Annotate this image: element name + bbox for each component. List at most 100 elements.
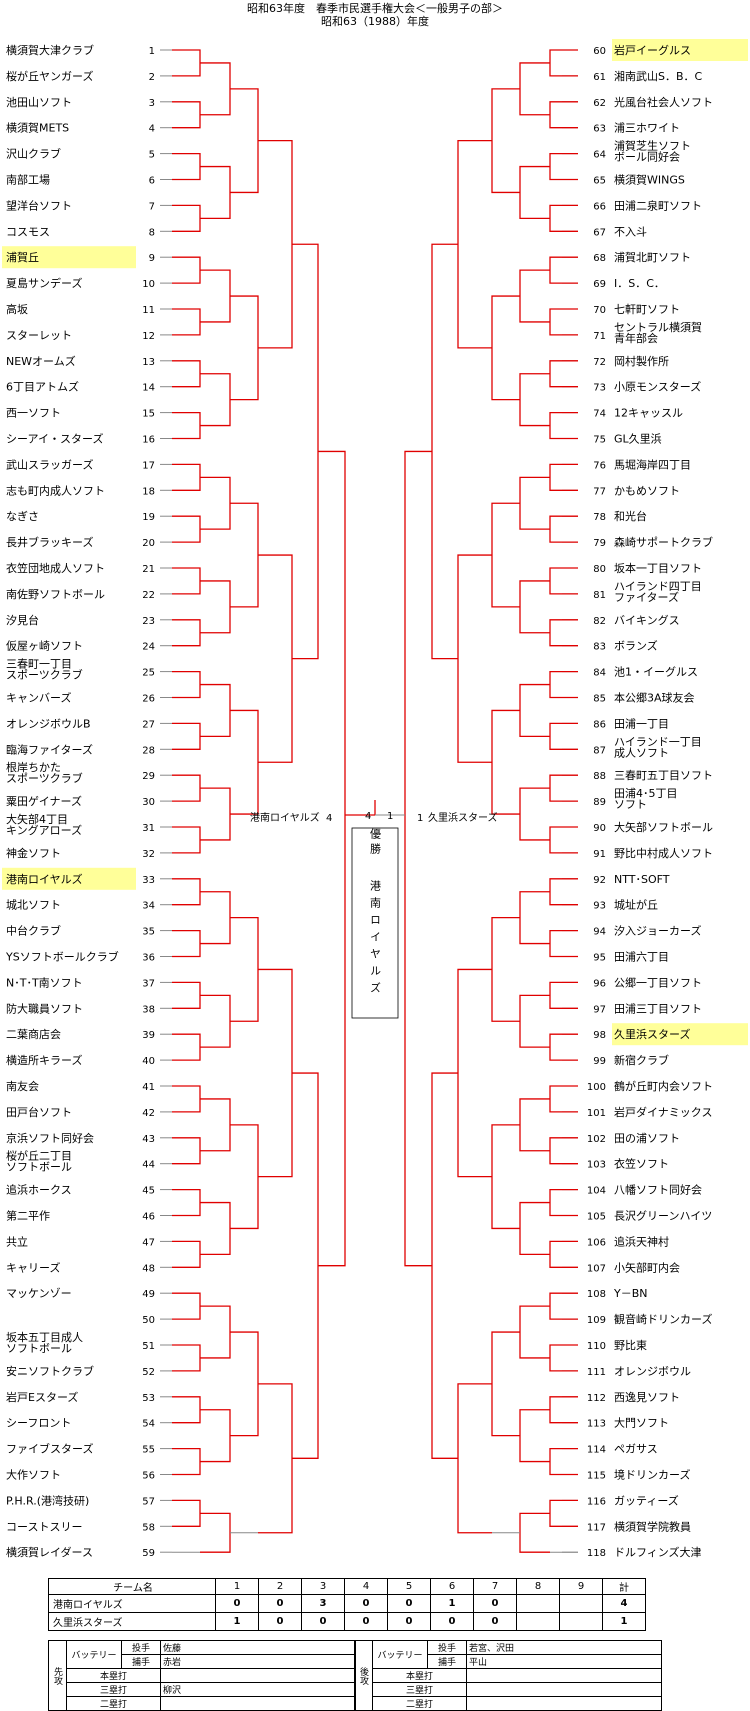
bracket-line (519, 1409, 550, 1463)
bracket-line (172, 567, 201, 595)
bracket-line (292, 243, 319, 660)
bracket-line (172, 411, 201, 440)
seed-number: 64 (593, 150, 606, 161)
team-name: 三春町五丁目ソフト (614, 769, 713, 782)
team-name: オレンジボウルB (6, 717, 91, 730)
team-name: ファイブスターズ (6, 1442, 93, 1456)
team-name: 田戸台ソフト (6, 1105, 72, 1119)
team-name: 青年部会 (614, 331, 658, 345)
seed-number: 16 (142, 435, 155, 446)
team-name: 桜が丘ヤンガーズ (6, 69, 93, 83)
score-total: 1 (602, 1612, 646, 1631)
bracket-line (172, 1033, 201, 1061)
bracket-line (519, 269, 550, 323)
seed-number: 74 (593, 409, 606, 420)
bracket-line (230, 1124, 259, 1230)
team-name: スポーツクラブ (6, 771, 83, 785)
seed-number: 41 (142, 1082, 155, 1093)
bracket-line (172, 101, 201, 129)
bracket-line (200, 787, 231, 841)
seed-number: 88 (593, 771, 606, 782)
seed-number: 66 (593, 201, 606, 212)
header-inning-4: 4 (344, 1578, 388, 1595)
bracket-line (491, 88, 520, 194)
seed-number: 36 (142, 953, 155, 964)
seed-number: 98 (593, 1030, 606, 1041)
team-name: 大作ソフト (6, 1468, 61, 1482)
seed-number: 71 (593, 331, 606, 342)
bracket-line (172, 204, 201, 232)
bracket-line (200, 1098, 231, 1152)
team-name: 岡村製作所 (614, 354, 669, 368)
bracket-line (172, 515, 201, 543)
bracket-line (457, 139, 492, 349)
bracket-line (172, 774, 201, 802)
team-name: スポーツクラブ (6, 668, 83, 682)
team-name: NEWオームズ (6, 354, 76, 368)
team-name: 12キャッスル (614, 407, 683, 420)
bracket-line (549, 256, 578, 284)
seed-number: 118 (587, 1548, 606, 1559)
bracket-line (200, 476, 231, 530)
team-name: 中台クラブ (6, 924, 61, 938)
bracket-line (491, 295, 520, 401)
team-name: 岩戸ダイナミックス (614, 1105, 712, 1119)
bracket-line (258, 968, 293, 1178)
seed-number: 9 (149, 253, 155, 264)
team-name: 武山スラッガーズ (6, 457, 93, 471)
team-name: ファイターズ (614, 590, 679, 604)
header-inning-2: 2 (258, 1578, 302, 1595)
team-name: NTT･SOFT (614, 873, 670, 886)
team-name: P.H.R.(港湾技研) (6, 1493, 89, 1507)
tournament-bracket: 昭和63年度 春季市民選手権大会＜一般男子の部＞ 昭和63（1988）年度 横須… (2, 1, 748, 1559)
team-name: ボール同好会 (614, 150, 680, 164)
seed-number: 113 (587, 1419, 606, 1430)
team-name: 三春町一丁目 (6, 658, 72, 671)
seed-number: 94 (593, 927, 606, 938)
score-cell: 0 (473, 1612, 517, 1631)
team-name: 田浦4･5丁目 (614, 787, 678, 800)
team-name: 安ニソフトクラブ (6, 1364, 94, 1378)
score-cell: 3 (301, 1594, 345, 1613)
team-name: 光風台社会人ソフト (614, 95, 713, 109)
bracket-line (172, 1344, 201, 1372)
seed-number: 96 (593, 978, 606, 989)
team-name: 横須賀学院教員 (614, 1519, 691, 1533)
bracket-line (230, 502, 259, 608)
bracket-line (519, 1098, 550, 1152)
team-name: 横須賀WINGS (614, 173, 685, 187)
header-inning-5: 5 (387, 1578, 431, 1595)
seed-number: 26 (142, 694, 155, 705)
score-header-row: チーム名 1 2 3 4 5 6 7 8 9 計 (48, 1578, 646, 1595)
team-name: 成人ソフト (614, 746, 669, 759)
team-name: 坂本一丁目ソフト (614, 561, 702, 575)
team-name: 汐見台 (6, 613, 39, 627)
team-name: 大矢部ソフトボール (614, 820, 713, 834)
bracket-line (172, 1292, 201, 1320)
score-cell: 0 (344, 1594, 388, 1613)
second-hr-label: 本塁打 (372, 1668, 467, 1683)
team-name: バイキングス (614, 613, 680, 627)
bracket-line (172, 619, 201, 647)
header-inning-3: 3 (301, 1578, 345, 1595)
seed-number: 43 (142, 1134, 155, 1145)
bracket-line (519, 787, 550, 841)
team-name: 6丁目アトムズ (6, 380, 79, 394)
first-pitcher: 佐藤 (160, 1640, 356, 1655)
seed-number: 75 (593, 435, 606, 446)
seed-number: 85 (593, 694, 606, 705)
bracket-line (549, 1188, 578, 1217)
bracket-line (519, 1201, 550, 1255)
score-cell: 0 (387, 1612, 431, 1631)
bracket-line (172, 1499, 201, 1527)
team-name: 田浦六丁目 (614, 951, 669, 964)
highlight-box (612, 39, 748, 61)
team-name: 西一ソフト (6, 407, 61, 420)
team-name: 横造所キラーズ (6, 1053, 82, 1067)
bracket-line (318, 450, 346, 1267)
bracket-line (172, 463, 201, 491)
bracket-line (519, 891, 550, 945)
team-name: 公郷一丁目ソフト (614, 975, 702, 989)
first-hr (160, 1668, 356, 1683)
bracket-line (172, 981, 201, 1009)
